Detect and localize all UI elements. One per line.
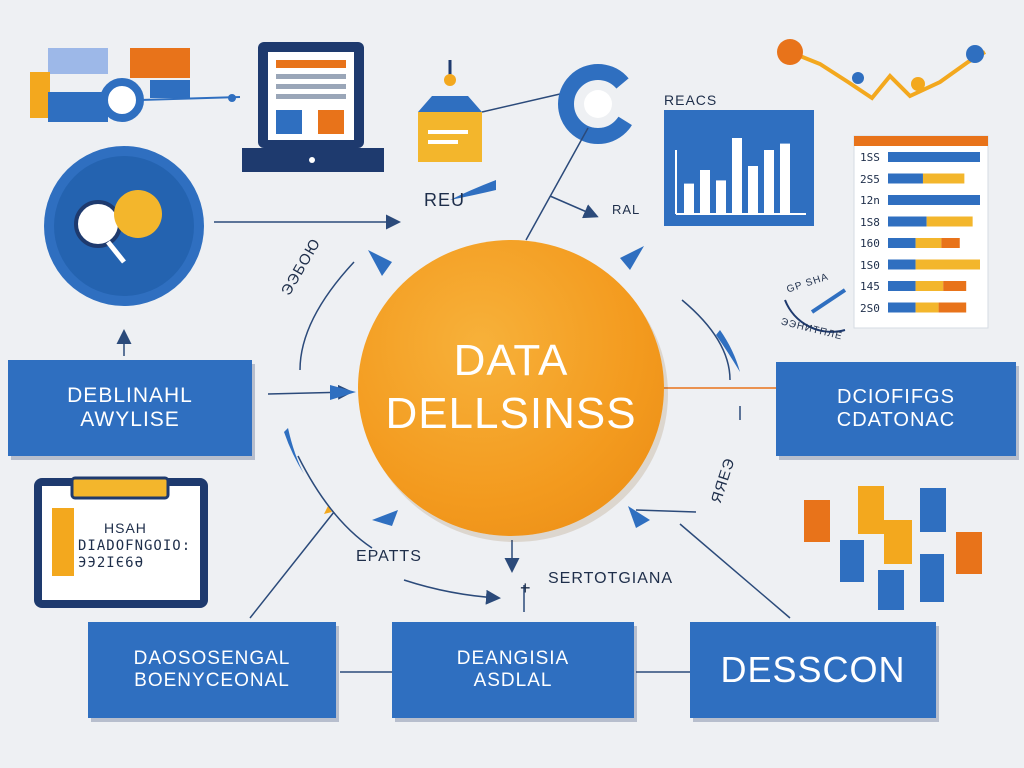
bar-2 [700,170,710,214]
hbar-row-label: 12n [860,194,880,207]
hbar-segment [922,173,965,184]
box-deangisia-asdlal[interactable]: DEANGISIA ASDLAL [392,622,634,718]
hbar-segment [915,281,944,291]
hbar-row-label: 1SS [860,151,880,164]
bar-3 [716,180,726,214]
hbar-segment [915,238,942,248]
box-bottom-right-line-1: DESSCON [720,649,906,691]
box-right-mid-line-1: DCIOFIFGS [837,386,955,408]
box-bottom-mid-line-2: ASDLAL [473,670,553,691]
hub-line-1: DATA [453,336,569,386]
hbar-segment [938,302,967,313]
scattered-squares [804,486,982,610]
box-dciofifgs-cdatonac[interactable]: DCIOFIFGS CDATONAC [776,362,1016,456]
hbar-segment [926,216,973,227]
cycle-arrows [284,180,740,528]
speed-gauge-icon [784,288,847,333]
hub-line-2: DELLSINSS [385,389,637,438]
bar-1 [684,183,694,214]
hbar-segment [888,281,916,291]
trend-line-icon [777,39,987,101]
hbar-row-label: 160 [860,237,880,250]
magnifier-insight-icon [44,146,204,306]
hbar-segment [888,238,916,248]
hbar-segment [915,259,980,270]
hbar-segment [941,238,960,248]
bar-6 [764,150,774,214]
connectors [116,127,791,673]
box-deblinahl-awylise[interactable]: DEBLINAHL AWYLISE [8,360,252,456]
clipboard-line-2: DIADOFNGOIO: [78,538,192,554]
hbar-row-label: 1S0 [860,258,880,272]
hbar-segment [915,302,939,313]
lamp-icon [418,60,561,162]
bar-4 [732,138,742,214]
box-daososengal[interactable]: DAOSOSENGAL BOENYCEONAL [88,622,336,718]
label-top-arrow: REU [424,190,466,210]
hbar-row-label: 1S8 [860,215,880,229]
laptop-icon [242,42,384,172]
box-bottom-left-line-1: DAOSOSENGAL [133,648,291,670]
box-left-mid-line-1: DEBLINAHL [67,383,193,407]
hbar-segment [888,216,927,227]
hbar-segment [888,173,923,184]
box-bottom-left-line-2: BOENYCEONAL [134,670,290,691]
donut-gauge-icon [557,63,639,145]
hbar-segment [888,195,980,205]
central-hub-data-dellsinss[interactable]: DATA DELLSINSS [358,240,664,536]
top-left-blocks [30,48,241,122]
clipboard-icon [34,476,208,608]
label-bottom-left-arc: EPATTS [356,548,422,565]
hbar-segment [888,259,916,270]
hbar-table-panel [853,135,989,329]
box-desscon[interactable]: DESSCON [690,622,936,718]
bar-chart-title: REACS [664,92,718,108]
hbar-segment [888,302,916,313]
clipboard-line-1: HSAH [104,520,147,536]
box-right-mid-line-2: CDATONAC [836,409,956,431]
label-bottom-right-arc: SERTOTGIANA [548,570,674,587]
label-bottom-plus: + [520,578,532,598]
hbar-row-label: 2S0 [860,301,880,315]
bar-chart-panel [664,110,814,226]
box-bottom-mid-line-1: DEANGISIA [456,648,570,670]
bar-5 [748,166,758,214]
hbar-row-label: 2S5 [860,172,880,186]
clipboard-line-3: ЭЭ2IЄ6Ә [78,555,145,571]
label-top-right-arrow: RAL [612,202,641,217]
hbar-segment [943,281,967,291]
hbar-row-label: 145 [860,280,880,293]
hbar-segment [888,152,980,162]
box-left-mid-line-2: AWYLISE [80,408,180,431]
bar-7 [780,143,790,214]
